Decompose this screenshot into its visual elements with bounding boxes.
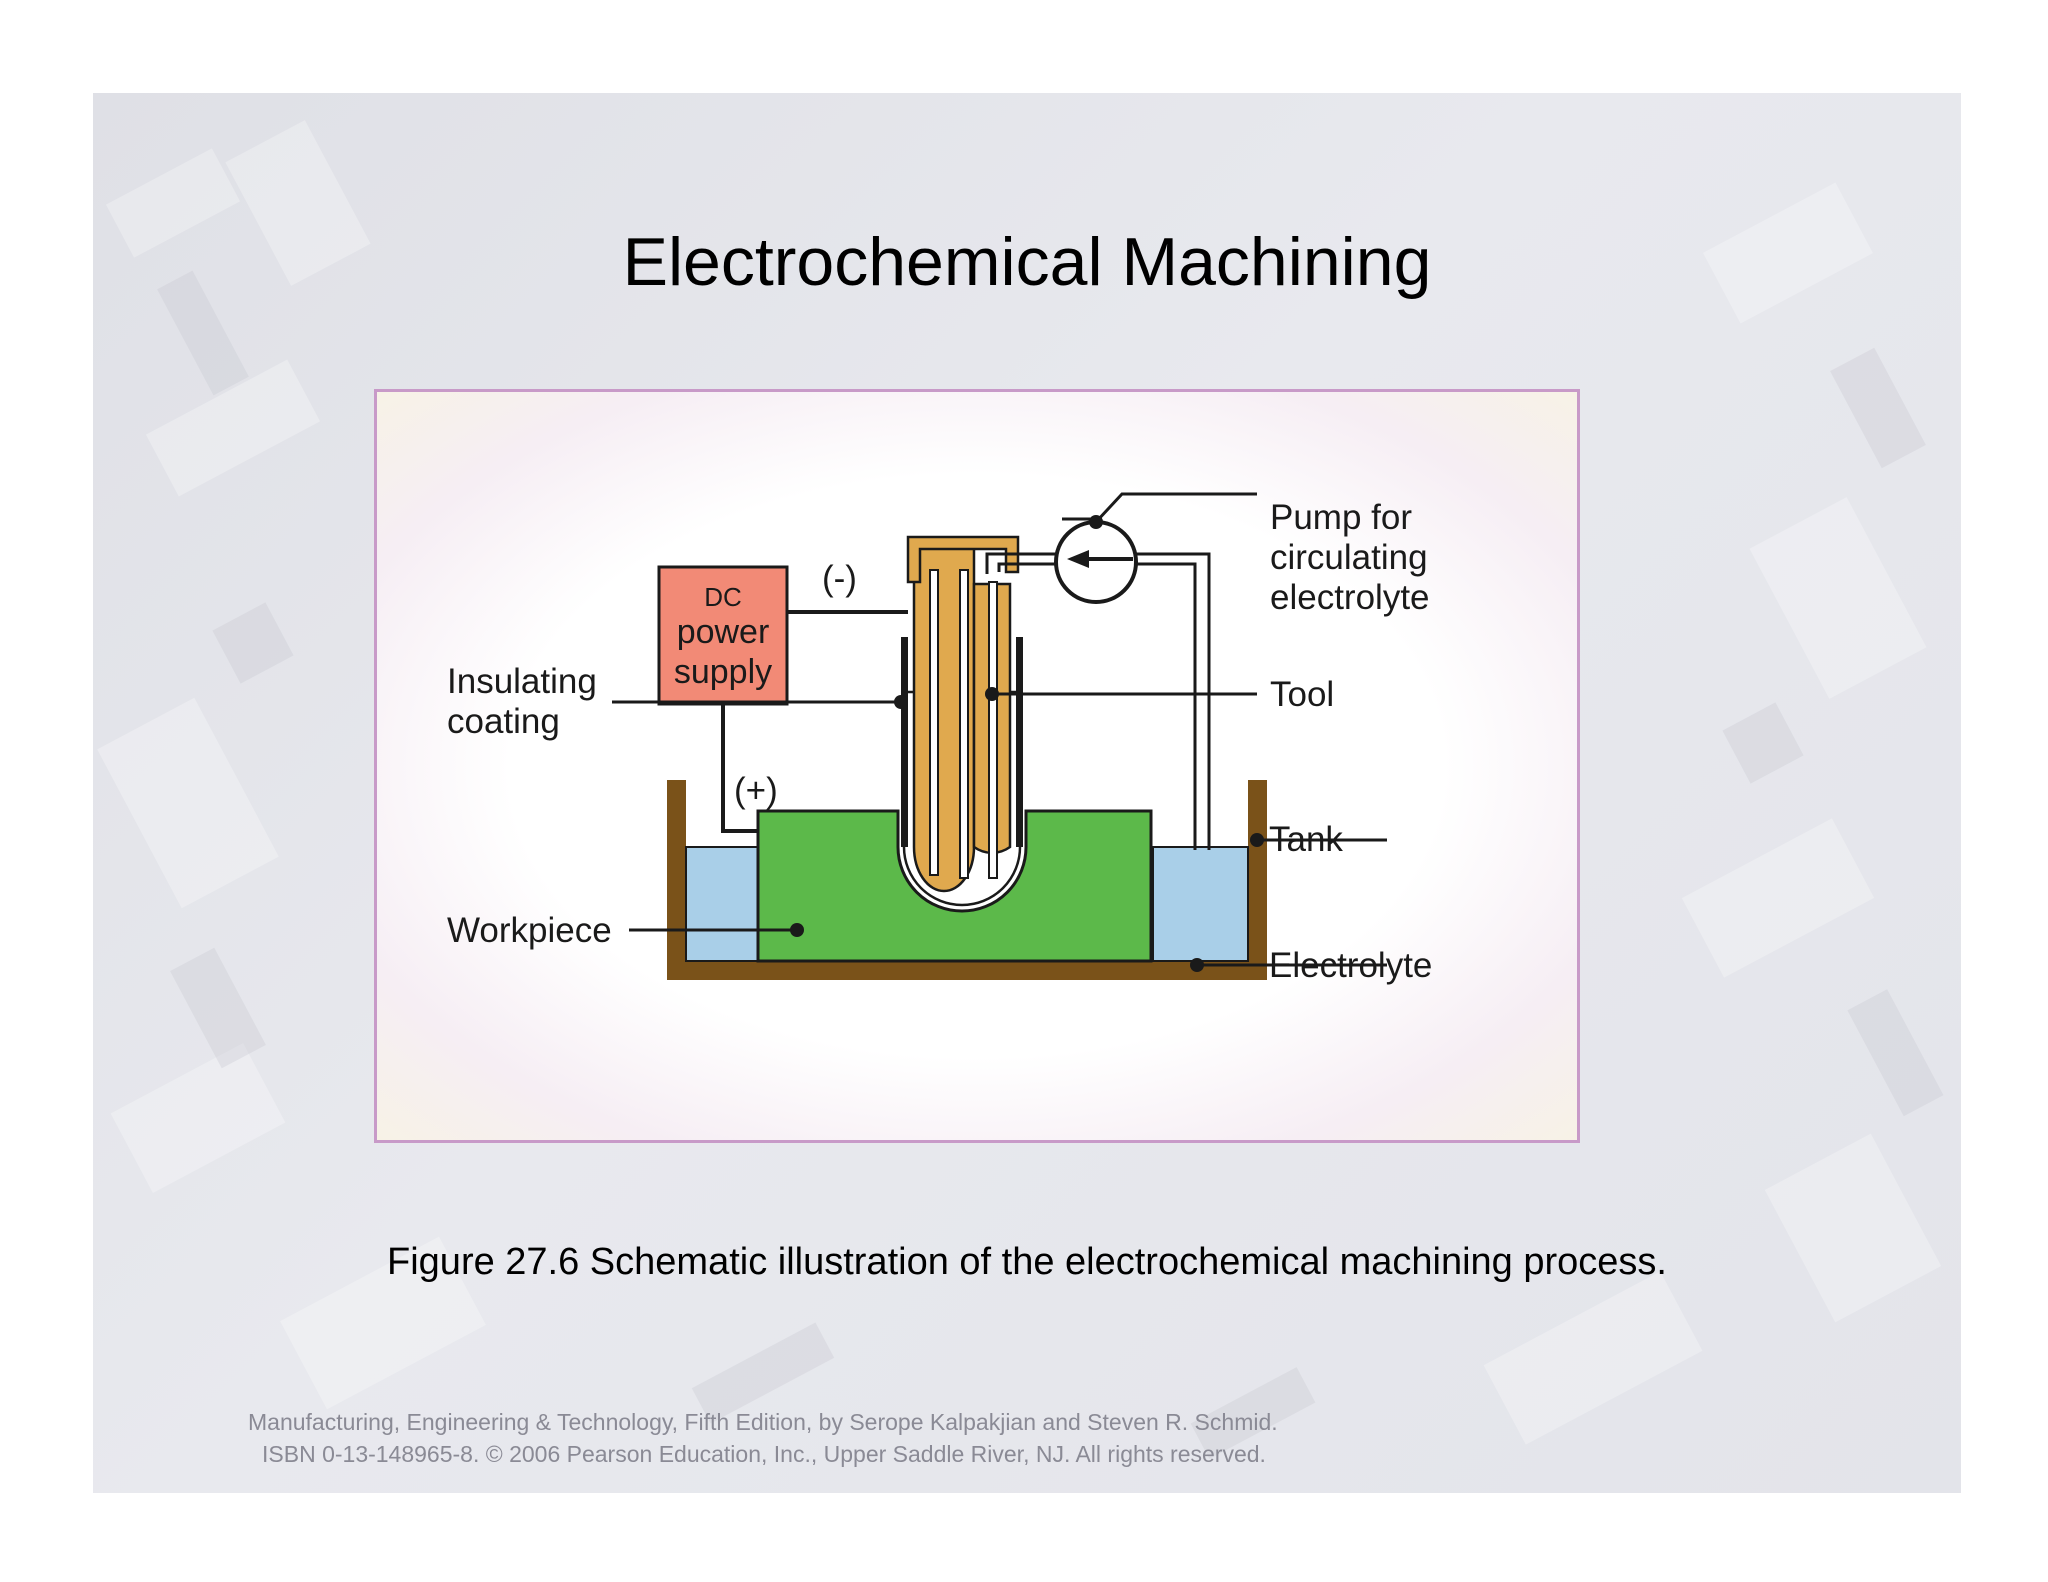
- label-tool: Tool: [1270, 675, 1334, 714]
- tank-pointer-dot: [1250, 833, 1264, 847]
- label-pump-3: electrolyte: [1270, 578, 1430, 617]
- pump-circle: [1054, 520, 1138, 604]
- figure-caption: Figure 27.6 Schematic illustration of th…: [387, 1241, 1667, 1283]
- tool-top: [906, 535, 1020, 584]
- psu-label-1: DC: [704, 582, 742, 612]
- label-pump-1: Pump for: [1270, 498, 1412, 537]
- footer-line-1: Manufacturing, Engineering & Technology,…: [248, 1409, 1278, 1435]
- label-positive: (+): [734, 771, 778, 810]
- leader-pump-line: [1094, 492, 1257, 524]
- leader-workpiece-dot: [790, 923, 804, 937]
- label-insulating-1: Insulating: [447, 662, 597, 701]
- slide-footer: Manufacturing, Engineering & Technology,…: [248, 1406, 1278, 1470]
- positive-wire: [721, 704, 758, 833]
- leader-pump-dot: [1089, 515, 1103, 529]
- slide: Electrochemical Machining: [93, 93, 1961, 1493]
- label-negative: (-): [822, 559, 857, 598]
- tool-channel-2: [959, 569, 969, 879]
- electrolyte-left: [685, 846, 759, 962]
- pipe-outer: [985, 552, 1211, 850]
- label-insulating-2: coating: [447, 702, 560, 741]
- psu-label-2: power: [677, 613, 770, 651]
- leader-electrolyte-dot: [1190, 958, 1204, 972]
- footer-line-2: ISBN 0-13-148965-8. © 2006 Pearson Educa…: [262, 1441, 1266, 1467]
- pipe-inner: [997, 562, 1197, 850]
- label-electrolyte: Electrolyte: [1269, 946, 1432, 985]
- insulating-coating-right: [1016, 637, 1023, 847]
- label-workpiece: Workpiece: [447, 911, 612, 950]
- slide-background-pattern: [97, 120, 1944, 1459]
- figure-frame: DC power supply (-) (+): [374, 389, 1580, 1143]
- pump-arrow-head: [1067, 550, 1089, 568]
- leader-tool-dot: [985, 687, 999, 701]
- slide-title: Electrochemical Machining: [622, 224, 1432, 300]
- tool-channel-1: [929, 569, 939, 876]
- ecm-schematic: DC power supply (-) (+): [447, 492, 1432, 985]
- tool-channel-3: [988, 581, 998, 879]
- insulating-coating-left: [901, 637, 908, 847]
- electrolyte-right: [1152, 846, 1249, 962]
- dc-power-supply: [657, 565, 789, 706]
- psu-label-3: supply: [674, 653, 772, 691]
- leader-insulating-dot: [894, 695, 908, 709]
- workpiece: [756, 809, 1153, 963]
- label-tank: Tank: [1269, 820, 1343, 859]
- label-pump-2: circulating: [1270, 538, 1428, 577]
